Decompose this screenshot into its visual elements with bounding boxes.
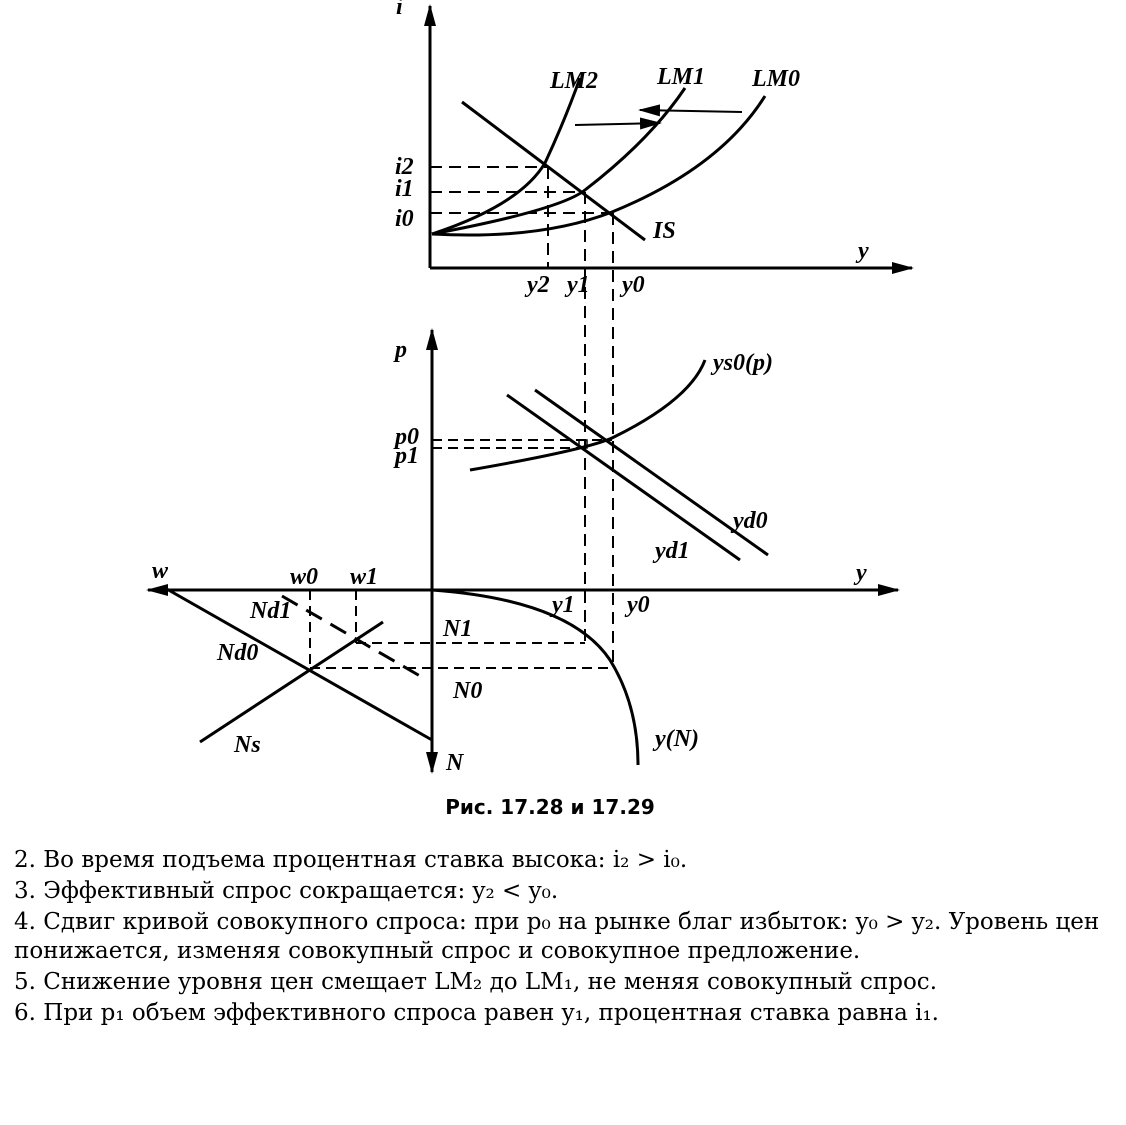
ns-curve (199, 620, 384, 744)
label-is: IS (652, 218, 676, 244)
label-p1: p1 (393, 443, 419, 469)
label-nd0: Nd0 (216, 640, 258, 666)
middle-panel (146, 328, 900, 770)
label-lm0: LM0 (751, 66, 800, 92)
label-yd1: yd1 (652, 538, 690, 564)
label-ys0: ys0(p) (710, 350, 773, 376)
yn-curve (431, 588, 640, 766)
label-y2-top: y2 (524, 272, 550, 298)
label-y0-top: y0 (619, 272, 645, 298)
lm2-curve (431, 77, 582, 236)
label-lm1: LM1 (656, 64, 705, 90)
note-item: 2. Во время подъема процентная ставка вы… (14, 847, 688, 873)
bottom-panel (164, 586, 640, 774)
label-yd0: yd0 (730, 508, 768, 534)
intersection-marker (578, 439, 588, 449)
guide-lines-bottom (309, 590, 613, 669)
label-i-axis: i (396, 0, 403, 20)
yd0-curve (534, 388, 769, 557)
label-y1-top: y1 (564, 272, 590, 298)
notes-list: 2. Во время подъема процентная ставка вы… (14, 846, 1120, 1030)
label-ns: Ns (233, 732, 261, 758)
label-i0: i0 (395, 206, 414, 232)
shift-arrow-right (574, 117, 662, 130)
diagram-labels: i y LM2 LM1 LM0 IS i2 i1 i0 y2 y1 y0 p y… (152, 0, 869, 776)
label-y1-mid: y1 (549, 592, 575, 618)
label-i2: i2 (395, 154, 414, 180)
label-yn: y(N) (652, 726, 699, 752)
label-p-axis: p (393, 337, 407, 363)
top-panel (424, 4, 914, 274)
note-item: 6. При p₁ объем эффективного спроса раве… (14, 1000, 939, 1026)
label-p0: p0 (393, 424, 419, 450)
label-y-axis-mid: y (853, 560, 867, 586)
label-y0-mid: y0 (624, 592, 650, 618)
label-n1: N1 (442, 616, 472, 642)
note-item: 5. Снижение уровня цен смещает LM₂ до LM… (14, 969, 937, 995)
figure-caption: Рис. 17.28 и 17.29 (445, 795, 655, 819)
nd1-curve (281, 594, 421, 678)
lm0-curve (431, 95, 767, 237)
note-item: 4. Сдвиг кривой совокупного спроса: при … (14, 909, 1100, 964)
label-nd1: Nd1 (249, 598, 291, 624)
label-y-axis-top: y (855, 238, 869, 264)
label-w-axis: w (152, 558, 169, 584)
is-curve (461, 100, 646, 242)
yd1-curve (506, 393, 741, 562)
guide-lines-top (430, 166, 613, 268)
note-item: 3. Эффективный спрос сокращается: y₂ < y… (14, 878, 559, 904)
shift-arrow-left (638, 104, 743, 117)
label-n-axis: N (445, 750, 465, 776)
ys0-curve (469, 359, 707, 472)
label-lm2: LM2 (549, 68, 598, 94)
macro-diagram: i y LM2 LM1 LM0 IS i2 i1 i0 y2 y1 y0 p y… (146, 0, 914, 776)
label-n0: N0 (452, 678, 482, 704)
label-w0: w0 (290, 564, 318, 590)
label-w1: w1 (350, 564, 378, 590)
nd0-curve (164, 586, 433, 742)
label-i1: i1 (395, 176, 414, 202)
